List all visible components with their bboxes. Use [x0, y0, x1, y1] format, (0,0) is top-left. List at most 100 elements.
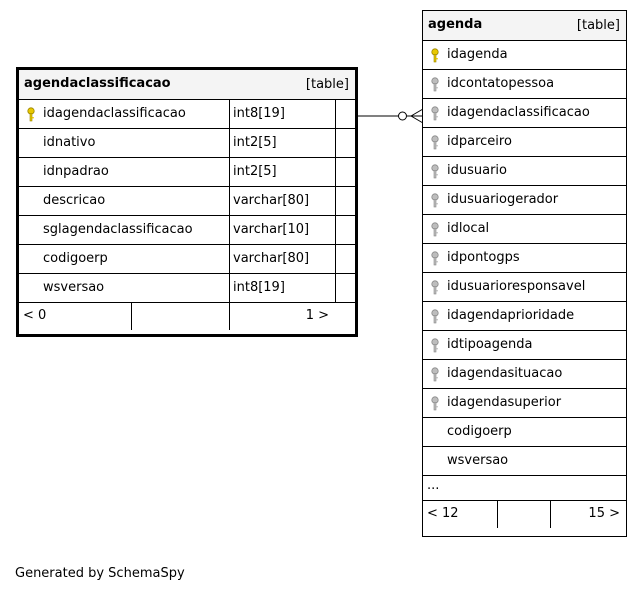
column-name[interactable]: idagendasuperior — [447, 395, 562, 410]
column-row[interactable]: idcontatopessoa — [423, 70, 626, 99]
table-name[interactable]: agenda — [428, 17, 483, 32]
column-name[interactable]: idparceiro — [447, 134, 512, 149]
column-type-cell: varchar[80] — [230, 245, 336, 273]
column-name[interactable]: wsversao — [43, 280, 105, 295]
column-name[interactable]: idnativo — [43, 135, 96, 150]
column-name[interactable]: idnpadrao — [43, 164, 109, 179]
foreign-key-icon — [431, 251, 439, 266]
foreign-key-icon — [431, 280, 439, 295]
column-type: int8[19] — [233, 280, 285, 295]
column-name-cell: idusuarioresponsavel — [423, 273, 626, 301]
column-row[interactable]: wsversao int8[19] — [19, 274, 355, 303]
column-row[interactable]: idparceiro — [423, 128, 626, 157]
table-footer: < 0 1 > — [19, 303, 355, 330]
column-name[interactable]: codigoerp — [43, 251, 108, 266]
column-spacer-cell — [336, 100, 355, 128]
column-name-cell: idagendaclassificacao — [423, 99, 626, 127]
footer-middle-cell — [132, 303, 230, 330]
column-name-cell: idusuariogerador — [423, 186, 626, 214]
column-type: varchar[10] — [233, 222, 310, 237]
column-type-cell: int2[5] — [230, 158, 336, 186]
column-row[interactable]: idtipoagenda — [423, 331, 626, 360]
child-count[interactable]: 15 > — [588, 506, 620, 521]
column-name-cell: wsversao — [423, 447, 626, 475]
column-name[interactable]: idlocal — [447, 221, 490, 236]
column-spacer-cell — [336, 129, 355, 157]
column-row[interactable]: idusuariogerador — [423, 186, 626, 215]
table-header: agendaclassificacao [table] — [19, 70, 355, 100]
foreign-key-icon — [431, 309, 439, 324]
table-header: agenda [table] — [423, 11, 626, 41]
column-name[interactable]: idagendasituacao — [447, 366, 563, 381]
column-name[interactable]: wsversao — [447, 453, 509, 468]
column-name[interactable]: idagenda — [447, 47, 508, 62]
foreign-key-icon — [431, 135, 439, 150]
table-kind-label: [table] — [305, 77, 349, 92]
column-name[interactable]: idusuario — [447, 163, 507, 178]
column-row[interactable]: idnativo int2[5] — [19, 129, 355, 158]
crow-foot-lower — [410, 115, 424, 124]
column-name-cell: idcontatopessoa — [423, 70, 626, 98]
column-name-cell: sglagendaclassificacao — [19, 216, 230, 244]
generated-by-credit: Generated by SchemaSpy — [15, 566, 185, 581]
column-row[interactable]: idagendasuperior — [423, 389, 626, 418]
column-row[interactable]: idnpadrao int2[5] — [19, 158, 355, 187]
more-columns-ellipsis: ... — [427, 478, 440, 493]
column-name-cell: idpontogps — [423, 244, 626, 272]
column-row[interactable]: idagendaprioridade — [423, 302, 626, 331]
parent-count[interactable]: < 0 — [23, 308, 47, 323]
column-row[interactable]: idagenda — [423, 41, 626, 70]
primary-key-icon — [27, 107, 35, 122]
column-row[interactable]: codigoerp — [423, 418, 626, 447]
foreign-key-icon — [431, 164, 439, 179]
column-row[interactable]: idagendaclassificacao — [423, 99, 626, 128]
column-name-cell: idusuario — [423, 157, 626, 185]
column-row[interactable]: idagendaclassificacao int8[19] — [19, 100, 355, 129]
table-agendaclassificacao[interactable]: agendaclassificacao [table] idagendaclas… — [16, 67, 358, 337]
column-name[interactable]: idagendaclassificacao — [43, 106, 186, 121]
column-row[interactable]: codigoerp varchar[80] — [19, 245, 355, 274]
child-count[interactable]: 1 > — [305, 308, 329, 323]
column-spacer-cell — [336, 274, 355, 302]
column-row[interactable]: idagendasituacao — [423, 360, 626, 389]
more-columns-row: ... — [423, 476, 626, 501]
column-type: int2[5] — [233, 135, 277, 150]
column-row[interactable]: idusuario — [423, 157, 626, 186]
column-name[interactable]: idagendaclassificacao — [447, 105, 590, 120]
column-name[interactable]: idpontogps — [447, 250, 520, 265]
footer-right-cell: 1 > — [230, 303, 335, 330]
column-type-cell: int8[19] — [230, 100, 336, 128]
column-name[interactable]: idusuarioresponsavel — [447, 279, 586, 294]
primary-key-icon — [431, 48, 439, 63]
column-row[interactable]: idpontogps — [423, 244, 626, 273]
footer-middle-cell — [498, 501, 551, 528]
column-row[interactable]: idusuarioresponsavel — [423, 273, 626, 302]
relationship-zero-marker — [398, 111, 407, 121]
parent-count[interactable]: < 12 — [427, 506, 459, 521]
column-type-cell: int2[5] — [230, 129, 336, 157]
column-list: idagenda idcontatopessoa idagendaclassific… — [423, 41, 626, 476]
column-type-cell: int8[19] — [230, 274, 336, 302]
foreign-key-icon — [431, 106, 439, 121]
column-row[interactable]: wsversao — [423, 447, 626, 476]
column-name[interactable]: idcontatopessoa — [447, 76, 555, 91]
column-name[interactable]: codigoerp — [447, 424, 512, 439]
column-name[interactable]: descricao — [43, 193, 106, 208]
foreign-key-icon — [431, 222, 439, 237]
crow-foot-upper — [410, 108, 424, 117]
table-kind-label: [table] — [576, 18, 620, 33]
column-spacer-cell — [336, 158, 355, 186]
column-row[interactable]: sglagendaclassificacao varchar[10] — [19, 216, 355, 245]
column-name[interactable]: idagendaprioridade — [447, 308, 575, 323]
column-list: idagendaclassificacao int8[19] idnativo int… — [19, 100, 355, 303]
column-name-cell: idagendasuperior — [423, 389, 626, 417]
column-name-cell: descricao — [19, 187, 230, 215]
column-name[interactable]: sglagendaclassificacao — [43, 222, 193, 237]
column-name-cell: idagendaclassificacao — [19, 100, 230, 128]
table-name[interactable]: agendaclassificacao — [24, 76, 171, 91]
column-row[interactable]: idlocal — [423, 215, 626, 244]
column-name[interactable]: idtipoagenda — [447, 337, 533, 352]
column-name[interactable]: idusuariogerador — [447, 192, 559, 207]
